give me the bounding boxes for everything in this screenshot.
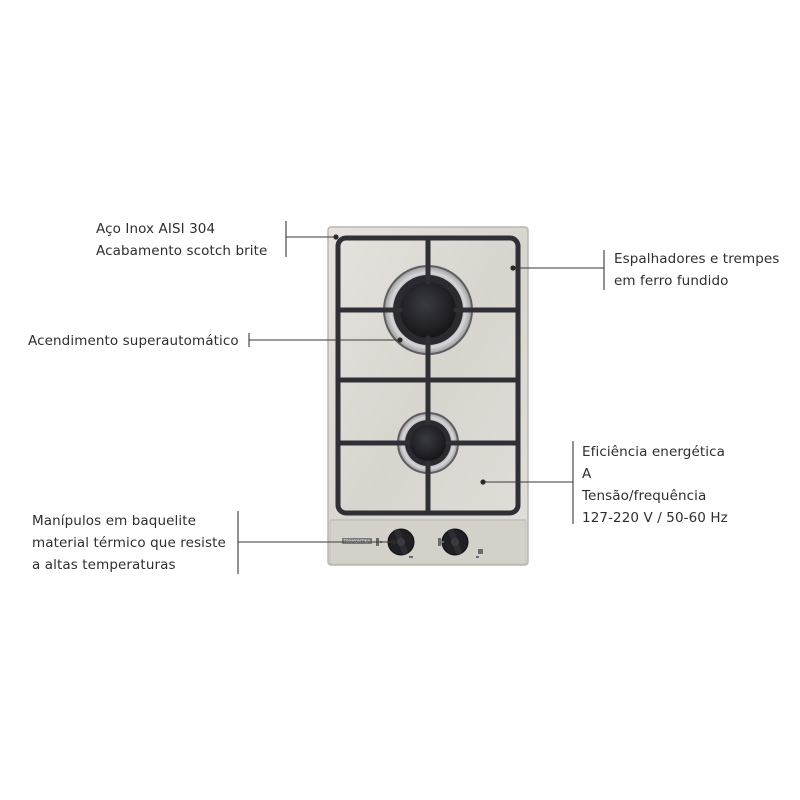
callout-efficiency-line-2: A bbox=[582, 466, 592, 482]
callout-ignition: Acendimento superautomático bbox=[28, 330, 239, 352]
callout-efficiency: Eficiência energética A Tensão/frequênci… bbox=[582, 441, 728, 529]
callout-grates-line-2: em ferro fundido bbox=[614, 273, 729, 289]
callout-steel-line-1: Aço Inox AISI 304 bbox=[96, 221, 216, 237]
callout-knobs-line-2: material térmico que resiste bbox=[32, 535, 226, 551]
large-burner-cap bbox=[400, 282, 456, 338]
callout-efficiency-line-1: Eficiência energética bbox=[582, 444, 725, 460]
small-burner-cap bbox=[410, 425, 446, 461]
leader-dots bbox=[333, 234, 516, 545]
callout-efficiency-line-3: Tensão/frequência bbox=[582, 488, 707, 504]
callout-grates-line-1: Espalhadores e trempes bbox=[614, 251, 780, 267]
leader-dot-steel bbox=[333, 234, 339, 240]
callout-knobs-line-3: a altas temperaturas bbox=[32, 557, 176, 573]
callout-ignition-line-1: Acendimento superautomático bbox=[28, 333, 239, 349]
callout-steel: Aço Inox AISI 304 Acabamento scotch brit… bbox=[96, 218, 267, 262]
left-knob[interactable] bbox=[387, 528, 415, 556]
leader-dot-grates bbox=[510, 265, 516, 271]
callout-steel-line-2: Acabamento scotch brite bbox=[96, 243, 268, 259]
leader-dot-efficiency bbox=[480, 479, 486, 485]
leader-dot-knobs bbox=[391, 539, 397, 545]
brand-badge: TRAMONTINA bbox=[342, 538, 372, 544]
callout-knobs-line-1: Manípulos em baquelite bbox=[32, 513, 197, 529]
leader-dot-ignition bbox=[397, 337, 403, 343]
leader-lines bbox=[237, 221, 605, 574]
right-knob[interactable] bbox=[441, 528, 469, 556]
callout-knobs: Manípulos em baquelite material térmico … bbox=[32, 510, 226, 576]
callout-efficiency-line-4: 127-220 V / 50-60 Hz bbox=[582, 510, 728, 526]
callout-grates: Espalhadores e trempes em ferro fundido bbox=[614, 248, 779, 292]
large-burner bbox=[383, 265, 473, 355]
